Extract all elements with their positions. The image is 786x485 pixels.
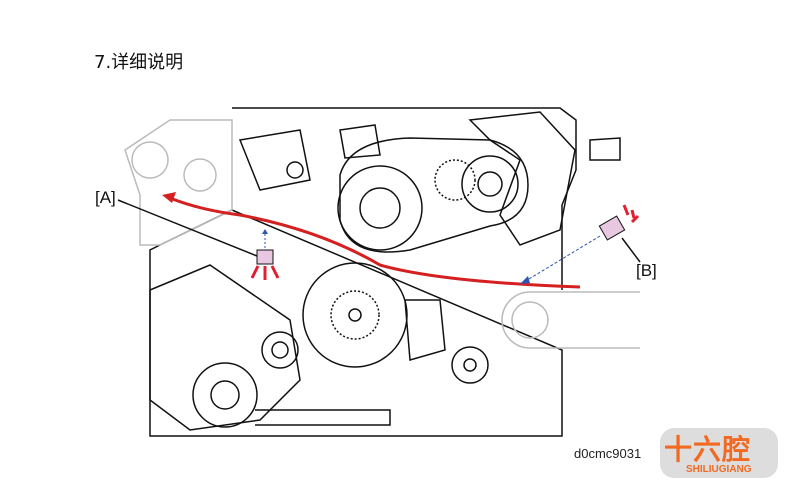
emitter-b-icon <box>622 204 640 224</box>
leader-line-a <box>117 199 258 257</box>
transfer-belt <box>339 137 529 253</box>
paper-path-arrow <box>169 196 581 289</box>
emitter-a-icon <box>250 265 280 280</box>
sensor-a <box>256 249 274 265</box>
section-title: 7.详细说明 <box>94 52 184 73</box>
label-b: [B] <box>636 261 657 280</box>
figure-code: d0cmc9031 <box>574 446 642 461</box>
watermark-logo: 十六腔 SHILIUGIANG <box>660 428 778 478</box>
sensor-b <box>598 215 626 241</box>
toner-cartridge <box>149 264 301 431</box>
paper-tray-guide <box>530 291 640 349</box>
leader-line-b <box>621 237 641 263</box>
logo-cn-text: 十六腔 <box>664 433 752 466</box>
drum <box>302 262 408 368</box>
label-a: [A] <box>95 188 116 207</box>
logo-en-text: SHILIUGIANG <box>686 464 752 475</box>
